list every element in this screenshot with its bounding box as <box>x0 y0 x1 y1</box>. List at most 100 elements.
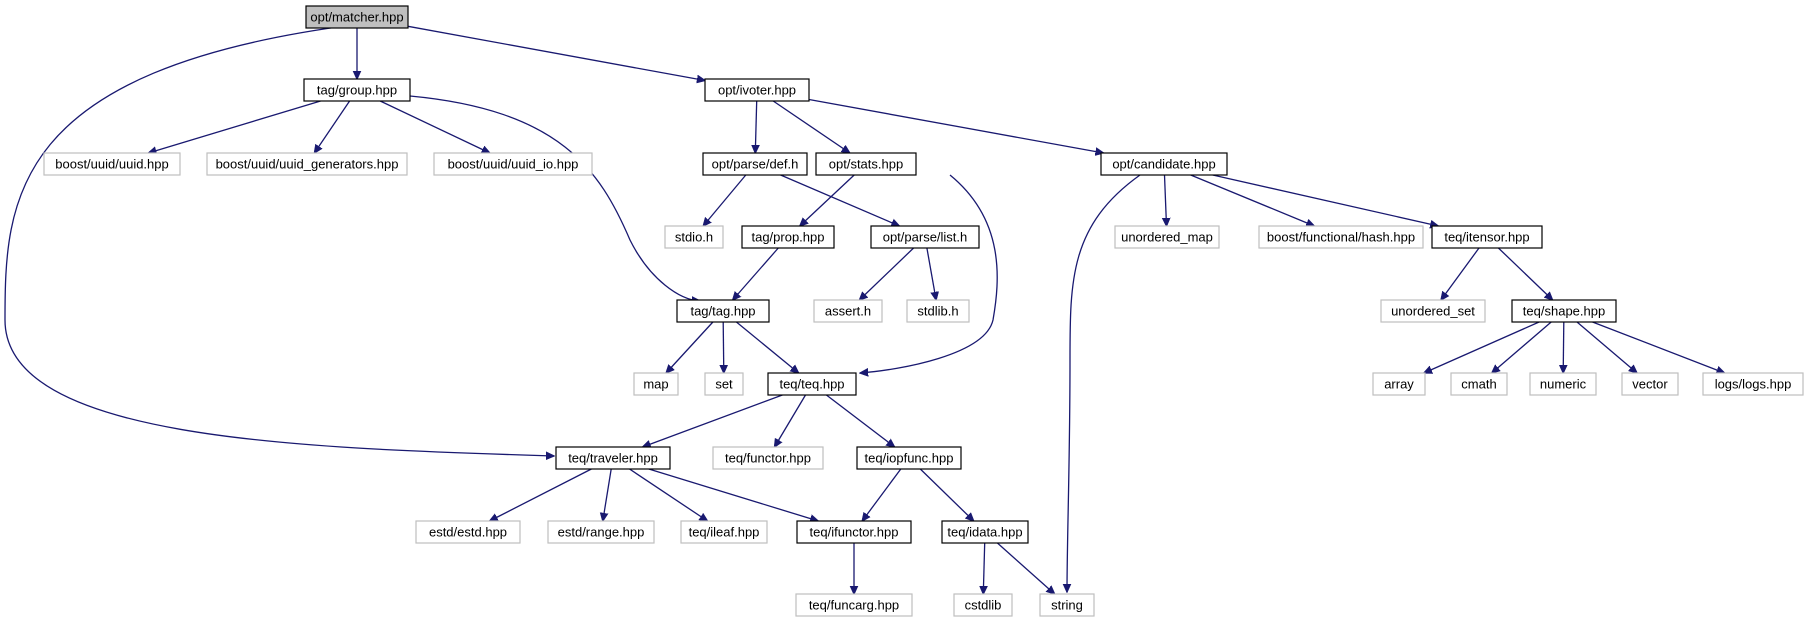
edge-tag-to-map <box>666 321 714 373</box>
node-box <box>1258 225 1424 249</box>
node-traveler[interactable]: teq/traveler.hpp <box>555 446 671 470</box>
node-box <box>953 593 1013 617</box>
node-box <box>1372 372 1426 396</box>
node-cmath: cmath <box>1450 372 1508 396</box>
node-box <box>303 78 411 102</box>
edge-teq-to-traveler <box>643 394 783 447</box>
node-hash: boost/functional/hash.hpp <box>1258 225 1424 249</box>
node-stats[interactable]: opt/stats.hpp <box>815 152 917 176</box>
node-iopfunc[interactable]: teq/iopfunc.hpp <box>856 446 962 470</box>
node-box <box>1380 299 1486 323</box>
edge-tag-to-set <box>723 321 724 373</box>
node-functor: teq/functor.hpp <box>712 446 824 470</box>
edge-parse_list-to-stdlib <box>926 247 936 300</box>
node-matcher[interactable]: opt/matcher.hpp <box>305 5 409 29</box>
node-label: opt/parse/list.h <box>883 230 968 245</box>
node-label: estd/range.hpp <box>558 525 645 540</box>
node-prop[interactable]: tag/prop.hpp <box>741 225 835 249</box>
node-idata[interactable]: teq/idata.hpp <box>941 520 1029 544</box>
edge-prop-to-tag <box>733 247 779 300</box>
node-unordered_set: unordered_set <box>1380 299 1486 323</box>
node-box <box>1621 372 1679 396</box>
node-box <box>1100 152 1228 176</box>
node-box <box>433 152 593 176</box>
node-label: boost/uuid/uuid.hpp <box>55 157 168 172</box>
node-label: vector <box>1632 377 1668 392</box>
node-unordered_map: unordered_map <box>1114 225 1220 249</box>
node-estd: estd/estd.hpp <box>415 520 521 544</box>
edge-candidate-to-unordered_map <box>1165 174 1167 226</box>
node-label: opt/candidate.hpp <box>1112 157 1215 172</box>
node-ifunctor[interactable]: teq/ifunctor.hpp <box>796 520 912 544</box>
node-uuid_gen: boost/uuid/uuid_generators.hpp <box>206 152 408 176</box>
node-box <box>1511 299 1617 323</box>
edge-layer <box>4 24 1725 594</box>
node-array: array <box>1372 372 1426 396</box>
node-label: opt/parse/def.h <box>712 157 799 172</box>
node-itensor[interactable]: teq/itensor.hpp <box>1431 225 1543 249</box>
edge-group-to-uuid_io <box>379 100 490 153</box>
node-parse_def[interactable]: opt/parse/def.h <box>702 152 808 176</box>
node-label: cmath <box>1461 377 1496 392</box>
node-box <box>664 225 724 249</box>
edge-traveler-to-range <box>603 468 612 521</box>
edge-idata-to-string <box>996 542 1054 594</box>
node-label: teq/itensor.hpp <box>1444 230 1529 245</box>
node-box <box>704 372 744 396</box>
node-uuid_io: boost/uuid/uuid_io.hpp <box>433 152 593 176</box>
node-logs: logs/logs.hpp <box>1702 372 1804 396</box>
node-range: estd/range.hpp <box>547 520 655 544</box>
node-box <box>555 446 671 470</box>
node-candidate[interactable]: opt/candidate.hpp <box>1100 152 1228 176</box>
node-label: logs/logs.hpp <box>1715 377 1792 392</box>
node-label: estd/estd.hpp <box>429 525 507 540</box>
node-box <box>702 152 808 176</box>
node-label: unordered_map <box>1121 230 1213 245</box>
edge-ivoter-to-candidate <box>808 98 1104 154</box>
node-ivoter[interactable]: opt/ivoter.hpp <box>704 78 810 102</box>
node-box <box>813 299 883 323</box>
node-label: opt/matcher.hpp <box>310 10 403 25</box>
node-label: opt/ivoter.hpp <box>718 83 796 98</box>
node-label: teq/teq.hpp <box>779 377 844 392</box>
edge-idata-to-cstdlib <box>983 542 984 594</box>
node-box <box>1702 372 1804 396</box>
edge-traveler-to-ifunctor <box>648 468 818 521</box>
node-box <box>547 520 655 544</box>
edge-iopfunc-to-idata <box>919 468 973 521</box>
node-box <box>741 225 835 249</box>
node-box <box>870 225 980 249</box>
node-box <box>906 299 970 323</box>
edge-candidate-to-itensor <box>1212 174 1439 226</box>
node-box <box>796 520 912 544</box>
node-group[interactable]: tag/group.hpp <box>303 78 411 102</box>
node-box <box>941 520 1029 544</box>
edge-ivoter-to-parse_def <box>755 100 756 153</box>
edge-parse_list-to-assert <box>859 247 915 300</box>
edge-matcher-to-traveler <box>4 24 554 456</box>
node-parse_list[interactable]: opt/parse/list.h <box>870 225 980 249</box>
node-box <box>206 152 408 176</box>
node-box <box>415 520 521 544</box>
node-tag[interactable]: tag/tag.hpp <box>676 299 770 323</box>
node-label: teq/ifunctor.hpp <box>810 525 899 540</box>
node-teq[interactable]: teq/teq.hpp <box>767 372 857 396</box>
node-label: teq/ileaf.hpp <box>689 525 760 540</box>
node-string: string <box>1039 593 1095 617</box>
node-cstdlib: cstdlib <box>953 593 1013 617</box>
edge-itensor-to-shape <box>1497 247 1552 300</box>
node-box <box>704 78 810 102</box>
node-label: cstdlib <box>965 598 1002 613</box>
node-label: string <box>1051 598 1083 613</box>
edge-iopfunc-to-ifunctor <box>862 468 902 521</box>
node-shape[interactable]: teq/shape.hpp <box>1511 299 1617 323</box>
edge-traveler-to-estd <box>490 468 592 521</box>
edge-parse_def-to-parse_list <box>780 174 900 226</box>
edge-teq-to-iopfunc <box>826 394 894 447</box>
edge-shape-to-vector <box>1576 321 1637 373</box>
edge-group-to-uuid_gen <box>314 100 351 153</box>
edge-shape-to-array <box>1424 321 1540 373</box>
node-map: map <box>633 372 679 396</box>
node-box <box>633 372 679 396</box>
